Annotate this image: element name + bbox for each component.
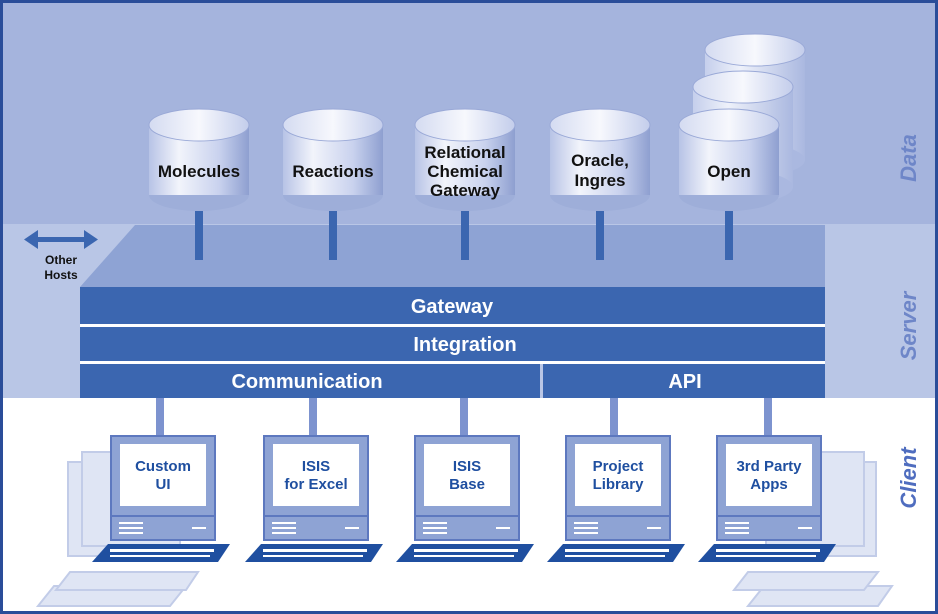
database-label: Relational <box>424 143 505 162</box>
client-computer-project-library: Project Library <box>547 435 685 562</box>
client-label: Custom <box>135 458 191 475</box>
client-label: UI <box>156 476 171 493</box>
client-label: 3rd Party <box>736 458 802 475</box>
communication-layer <box>80 364 540 398</box>
gateway-layer-label: Gateway <box>411 296 494 318</box>
client-label: for Excel <box>284 476 347 493</box>
client-computer-3rd-party-apps: 3rd Party Apps <box>698 435 836 562</box>
client-label: Project <box>593 458 644 475</box>
database-label: Open <box>707 162 750 181</box>
database-label: Ingres <box>574 171 625 190</box>
database-reactions: Reactions <box>282 108 384 211</box>
client-computer-isis-for-excel: ISIS for Excel <box>245 435 383 562</box>
server-platform-top <box>80 225 825 287</box>
client-computer-isis-base: ISIS Base <box>396 435 534 562</box>
other-hosts-arrow-icon <box>24 230 98 249</box>
client-label: Library <box>593 476 645 493</box>
database-label: Oracle, <box>571 151 629 170</box>
api-layer-label: API <box>668 371 701 393</box>
client-label: Base <box>449 476 485 493</box>
client-label: ISIS <box>453 458 481 475</box>
database-open: Open <box>678 108 780 211</box>
database-relational-chemical-gateway: Relational Chemical Gateway <box>414 108 516 211</box>
communication-layer-label: Communication <box>231 371 382 393</box>
database-label: Gateway <box>430 181 500 200</box>
gateway-layer <box>80 287 825 324</box>
client-label: ISIS <box>302 458 330 475</box>
data-tier-label: Data <box>896 134 921 182</box>
client-computer-custom-ui: Custom UI <box>92 435 230 562</box>
database-label: Chemical <box>427 162 503 181</box>
other-hosts-label: Hosts <box>44 268 78 282</box>
client-label: Apps <box>750 476 788 493</box>
other-hosts-label: Other <box>45 253 77 267</box>
database-label: Molecules <box>158 162 240 181</box>
database-connectors <box>195 205 733 260</box>
database-molecules: Molecules <box>148 108 250 211</box>
database-oracle-ingres: Oracle, Ingres <box>549 108 651 211</box>
client-connectors <box>156 398 772 438</box>
integration-layer-label: Integration <box>413 334 516 356</box>
client-tier-label: Client <box>896 446 921 509</box>
integration-layer <box>80 327 825 361</box>
server-tier-label: Server <box>896 290 921 360</box>
api-layer <box>543 364 825 398</box>
database-label: Reactions <box>292 162 373 181</box>
